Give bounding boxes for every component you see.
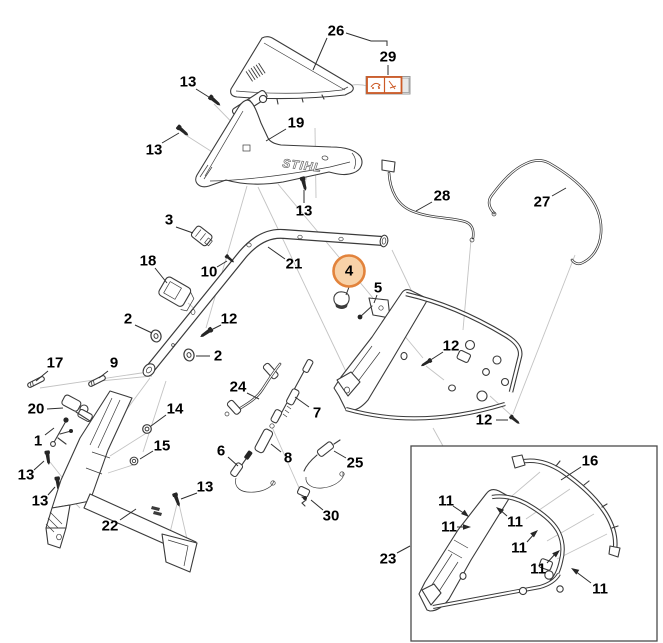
part-22-console <box>45 390 198 573</box>
callout-13-e[interactable]: 13 <box>31 492 49 510</box>
part-23-console-inset <box>418 488 565 612</box>
callout-17[interactable]: 17 <box>46 354 64 372</box>
part-frame-console <box>333 288 523 421</box>
callout-2-b[interactable]: 2 <box>213 347 223 365</box>
callout-10[interactable]: 10 <box>200 263 218 281</box>
part-27-wire <box>487 159 603 266</box>
callout-25[interactable]: 25 <box>346 454 364 472</box>
inset-detail-box <box>410 445 658 642</box>
part-4-cap <box>333 291 350 309</box>
part-29-safety-decal <box>365 76 411 95</box>
callout-29[interactable]: 29 <box>379 48 397 66</box>
callout-28[interactable]: 28 <box>433 187 451 205</box>
callout-12-a[interactable]: 12 <box>220 310 238 328</box>
callout-13-c[interactable]: 13 <box>295 202 313 220</box>
callout-12-c[interactable]: 12 <box>475 411 493 429</box>
callout-11-a[interactable]: 11 <box>438 492 454 510</box>
part-19-handle-housing: STIHL <box>195 90 363 188</box>
part-25-cable <box>303 439 345 489</box>
callout-11-f[interactable]: 11 <box>592 580 608 598</box>
part-7-cable <box>269 358 314 429</box>
part-12-screw-a <box>198 326 214 340</box>
callout-13-b[interactable]: 13 <box>145 141 163 159</box>
callout-26[interactable]: 26 <box>327 22 345 40</box>
part-20-cable-guide <box>61 394 93 423</box>
callout-27[interactable]: 27 <box>533 193 551 211</box>
callout-20[interactable]: 20 <box>27 400 45 418</box>
callout-14[interactable]: 14 <box>166 400 184 418</box>
callout-8[interactable]: 8 <box>283 449 293 467</box>
part-1-lever <box>50 417 73 447</box>
callout-12-b[interactable]: 12 <box>442 337 460 355</box>
part-16-trim <box>511 454 621 558</box>
part-30-clip <box>296 485 311 507</box>
console-logo-mark <box>151 506 162 516</box>
part-21-handlebar-tube <box>142 228 389 377</box>
part-24-cable <box>224 362 282 417</box>
part-14-nut <box>142 424 152 434</box>
callout-11-c[interactable]: 11 <box>507 513 523 531</box>
callout-23[interactable]: 23 <box>379 550 397 568</box>
part-17-pin <box>26 375 46 389</box>
part-6-cable <box>230 450 276 493</box>
callout-24[interactable]: 24 <box>229 378 247 396</box>
callout-9[interactable]: 9 <box>109 354 119 372</box>
callout-16[interactable]: 16 <box>581 452 599 470</box>
callout-3[interactable]: 3 <box>164 211 174 229</box>
callout-15[interactable]: 15 <box>153 437 171 455</box>
callout-30[interactable]: 30 <box>322 507 340 525</box>
callout-11-d[interactable]: 11 <box>511 539 527 557</box>
callout-22[interactable]: 22 <box>101 517 119 535</box>
part-13-screw-b <box>175 124 191 138</box>
callout-5[interactable]: 5 <box>373 279 383 297</box>
callout-13-d[interactable]: 13 <box>17 466 35 484</box>
part-3-clamp <box>190 225 213 247</box>
part-5-bracket <box>357 297 391 320</box>
callout-13-f[interactable]: 13 <box>196 478 214 496</box>
callout-19[interactable]: 19 <box>287 114 305 132</box>
callout-7[interactable]: 7 <box>312 404 322 422</box>
callout-6[interactable]: 6 <box>216 442 226 460</box>
part-18-clamp-bracket <box>158 276 195 312</box>
callout-18[interactable]: 18 <box>139 252 157 270</box>
part-12-screw-c <box>508 414 522 426</box>
callout-4-highlighted[interactable]: 4 <box>344 262 354 280</box>
callout-13-a[interactable]: 13 <box>179 73 197 91</box>
part-2-washer-b <box>182 347 196 363</box>
callout-11-b[interactable]: 11 <box>441 518 457 536</box>
callout-21[interactable]: 21 <box>285 255 303 273</box>
part-26-top-cover <box>230 36 354 105</box>
part-2-washer <box>149 328 163 344</box>
part-13-screw-a <box>207 94 223 108</box>
part-15-nut <box>129 456 139 466</box>
callout-1[interactable]: 1 <box>33 432 43 450</box>
stihl-logo-text: STIHL <box>282 156 323 175</box>
part-8-sleeve <box>254 428 274 454</box>
part-28-wire <box>381 159 475 243</box>
callout-11-e[interactable]: 11 <box>530 560 546 578</box>
leader-lines <box>33 32 592 584</box>
highlight-ring[interactable] <box>332 254 366 288</box>
callout-2-a[interactable]: 2 <box>123 310 133 328</box>
